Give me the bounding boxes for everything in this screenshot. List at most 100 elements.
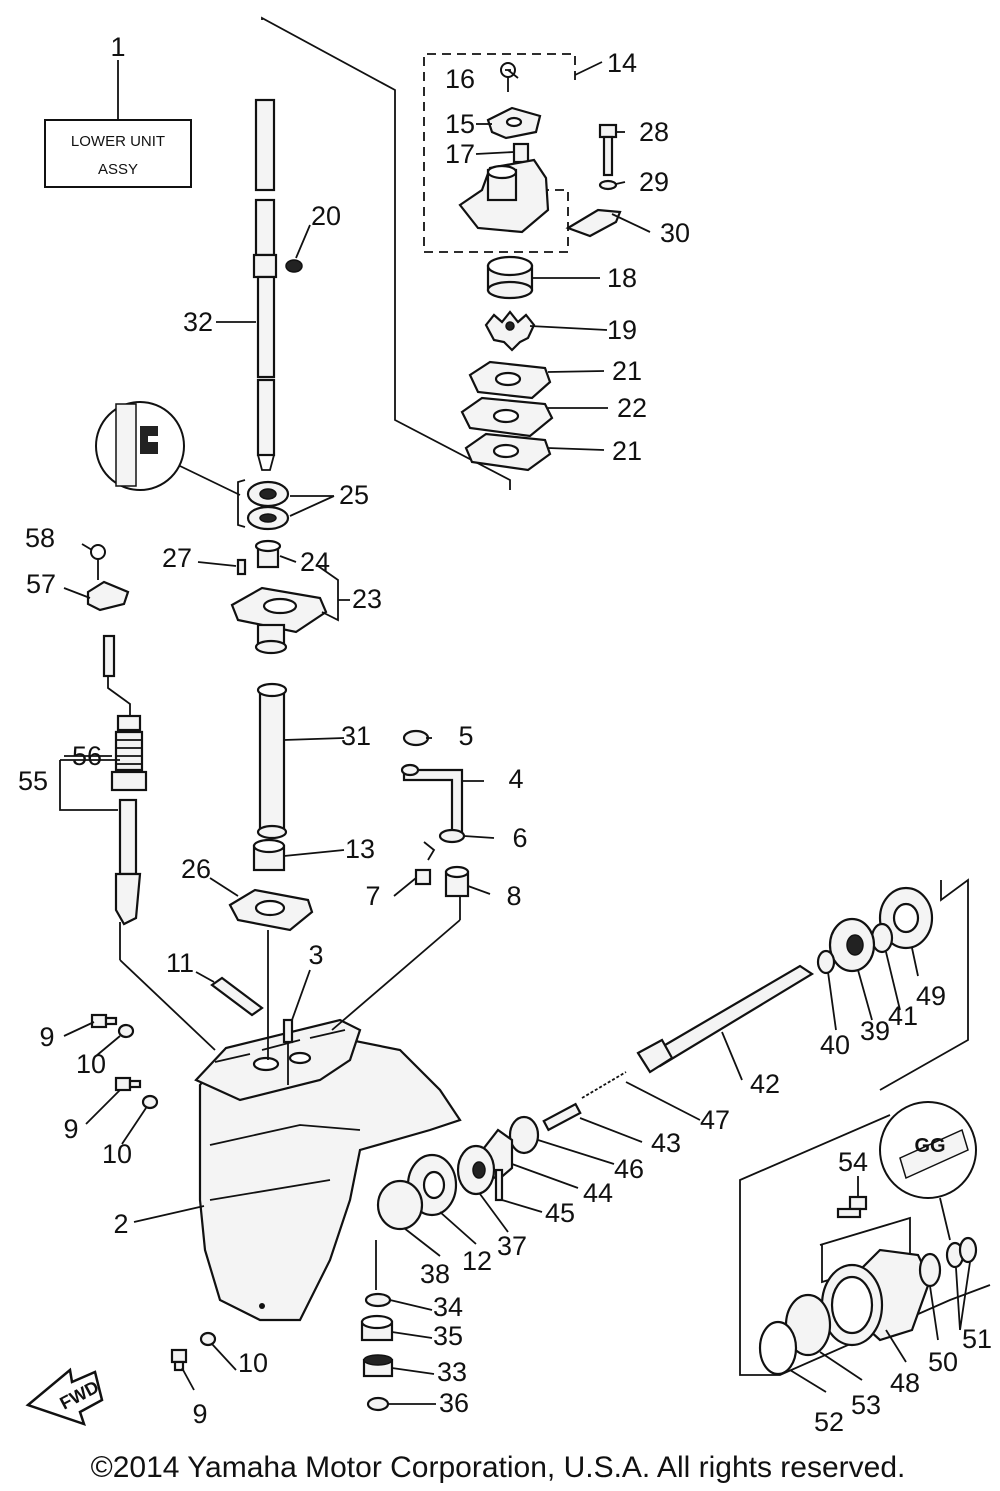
callout-33: 33	[437, 1357, 467, 1387]
callout-40: 40	[820, 1030, 850, 1060]
callout-14: 14	[607, 48, 637, 78]
gasket-21-upper	[468, 360, 552, 400]
water-tube	[256, 682, 288, 840]
callout-19: 19	[607, 315, 637, 345]
callout-18: 18	[607, 263, 637, 293]
callout-9-lower: 9	[192, 1399, 207, 1429]
plate-22	[460, 396, 554, 438]
leader-lines	[59, 69, 971, 1405]
screw-9c	[170, 1348, 188, 1372]
callout-2: 2	[113, 1209, 128, 1239]
callout-8: 8	[506, 881, 521, 911]
grease-detail-circle: GG	[879, 1101, 977, 1241]
callout-12: 12	[462, 1246, 492, 1276]
callout-27: 27	[162, 543, 192, 573]
callout-38: 38	[420, 1259, 450, 1289]
pinion-33	[362, 1354, 394, 1378]
shim-41	[870, 922, 894, 954]
dowel-pin-27	[236, 558, 247, 576]
callout-4: 4	[508, 764, 523, 794]
washer-10b	[141, 1094, 159, 1110]
lower-unit-assy-box: LOWER UNIT ASSY	[44, 60, 192, 188]
callout-10-upper: 10	[76, 1049, 106, 1079]
callout-7: 7	[365, 881, 380, 911]
water-pump-box	[423, 53, 603, 253]
cap-48	[820, 1248, 932, 1347]
bearing-35	[360, 1314, 394, 1342]
callout-28: 28	[639, 117, 669, 147]
grease-symbol: GG	[914, 1135, 945, 1157]
bearing-set	[237, 479, 290, 531]
oil-seal-13	[252, 838, 286, 872]
callout-20: 20	[311, 201, 341, 231]
cooling-tube-assembly	[400, 729, 470, 898]
callout-54: 54	[838, 1147, 868, 1177]
washer-10c	[199, 1331, 217, 1347]
callout-44: 44	[583, 1178, 613, 1208]
callout-52: 52	[814, 1407, 844, 1437]
callout-3: 3	[308, 940, 323, 970]
callout-41: 41	[888, 1001, 918, 1031]
callout-58: 58	[25, 523, 55, 553]
callout-24: 24	[300, 547, 330, 577]
gasket-21-lower	[464, 432, 552, 472]
washer-40	[816, 949, 836, 975]
callout-1: 1	[110, 32, 125, 62]
woodruff-key	[285, 259, 303, 273]
bolt-28	[598, 123, 618, 177]
callout-5: 5	[458, 721, 473, 751]
impeller-housing-18	[486, 255, 534, 300]
drive-shaft-bracket-line	[261, 16, 511, 490]
callout-37: 37	[497, 1231, 527, 1261]
cap-bracket	[739, 1114, 991, 1376]
callout-21-upper: 21	[612, 356, 642, 386]
impeller-19	[484, 310, 536, 352]
callout-13: 13	[345, 834, 375, 864]
callout-57: 57	[26, 569, 56, 599]
reverse-gear-39	[828, 917, 876, 973]
washer-34	[364, 1292, 392, 1308]
lower-casing	[119, 896, 462, 1322]
copyright-notice: ©2014 Yamaha Motor Corporation, U.S.A. A…	[91, 1451, 906, 1484]
screw-9a	[90, 1013, 118, 1029]
callout-46: 46	[614, 1154, 644, 1184]
callout-16: 16	[445, 64, 475, 94]
gasket-plate-26	[228, 888, 314, 932]
callout-45: 45	[545, 1198, 575, 1228]
callout-26: 26	[181, 854, 211, 884]
callout-50: 50	[928, 1347, 958, 1377]
callout-21-lower: 21	[612, 436, 642, 466]
callout-49: 49	[916, 981, 946, 1011]
nut-36	[366, 1396, 390, 1412]
prop-shaft-bracket	[879, 878, 969, 1091]
callout-9-upper: 9	[39, 1022, 54, 1052]
callout-23: 23	[352, 584, 382, 614]
washer-29	[598, 179, 618, 191]
shim-38	[376, 1179, 424, 1231]
callout-51: 51	[962, 1324, 992, 1354]
callout-47: 47	[700, 1105, 730, 1135]
screw-9b	[114, 1076, 142, 1092]
callout-30: 30	[660, 218, 690, 248]
callout-55: 55	[18, 766, 48, 796]
pin-45	[494, 1168, 504, 1202]
plate-11	[210, 976, 264, 1017]
callout-39: 39	[860, 1016, 890, 1046]
forward-gear-37	[456, 1144, 496, 1196]
callout-15: 15	[445, 109, 475, 139]
fwd-arrow-icon: FWD	[25, 1367, 104, 1426]
bearing-49	[878, 886, 934, 950]
callout-17: 17	[445, 139, 475, 169]
callout-53: 53	[851, 1390, 881, 1420]
callout-36: 36	[439, 1388, 469, 1418]
callout-35: 35	[433, 1321, 463, 1351]
callout-31: 31	[341, 721, 371, 751]
shift-rod-assembly	[86, 544, 148, 926]
callout-29: 29	[639, 167, 669, 197]
callout-42: 42	[750, 1069, 780, 1099]
pin-43	[542, 1102, 582, 1132]
callout-34: 34	[433, 1292, 463, 1322]
oring-52	[758, 1320, 798, 1376]
drive-shaft	[252, 98, 278, 471]
